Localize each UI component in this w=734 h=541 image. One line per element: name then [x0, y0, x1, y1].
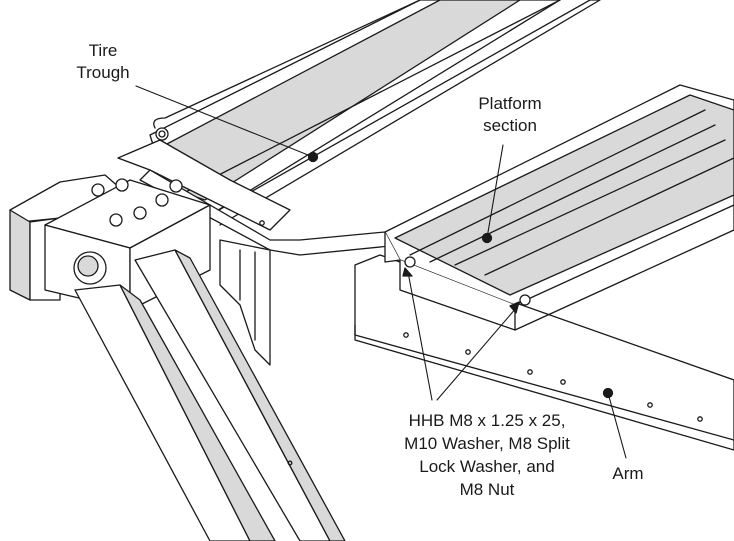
- platform-section-label-line: section: [483, 116, 537, 135]
- dot-arm: [602, 387, 614, 399]
- arm-label-line: Arm: [612, 464, 644, 483]
- diagonal-legs: [74, 249, 346, 541]
- arm-label: Arm: [598, 463, 658, 485]
- leader-arm: [607, 392, 627, 459]
- leader-platform: [486, 144, 504, 239]
- hardware-label-line: M8 Nut: [459, 480, 515, 499]
- tire-trough: [149, 0, 601, 226]
- platform-section-label-line: Platform: [478, 94, 542, 113]
- hardware-label-line: M10 Washer, M8 Split: [404, 434, 570, 453]
- support-leg: [219, 239, 271, 366]
- dot-platform: [481, 232, 493, 244]
- hardware-label-line: HHB M8 x 1.25 x 25,: [408, 411, 566, 430]
- leader-hardware-2: [436, 306, 518, 401]
- arrow-hardware-1: [402, 267, 413, 277]
- trough-end-bracket: [117, 127, 291, 231]
- leader-tire-trough: [135, 85, 314, 158]
- dot-tire-trough: [307, 151, 319, 163]
- hardware-label: HHB M8 x 1.25 x 25, M10 Washer, M8 Split…: [362, 409, 612, 501]
- leader-lines: [135, 85, 627, 459]
- tire-trough-label: Tire Trough: [58, 40, 148, 84]
- leader-markers: [307, 151, 614, 399]
- leader-hardware-1: [407, 271, 433, 401]
- platform-section: [384, 84, 734, 331]
- tire-trough-label-line: Trough: [76, 63, 130, 82]
- tire-trough-label-line: Tire: [88, 41, 118, 60]
- hardware-label-line: Lock Washer, and: [419, 457, 555, 476]
- platform-section-label: Platform section: [455, 93, 565, 137]
- arrow-hardware-2: [509, 301, 520, 314]
